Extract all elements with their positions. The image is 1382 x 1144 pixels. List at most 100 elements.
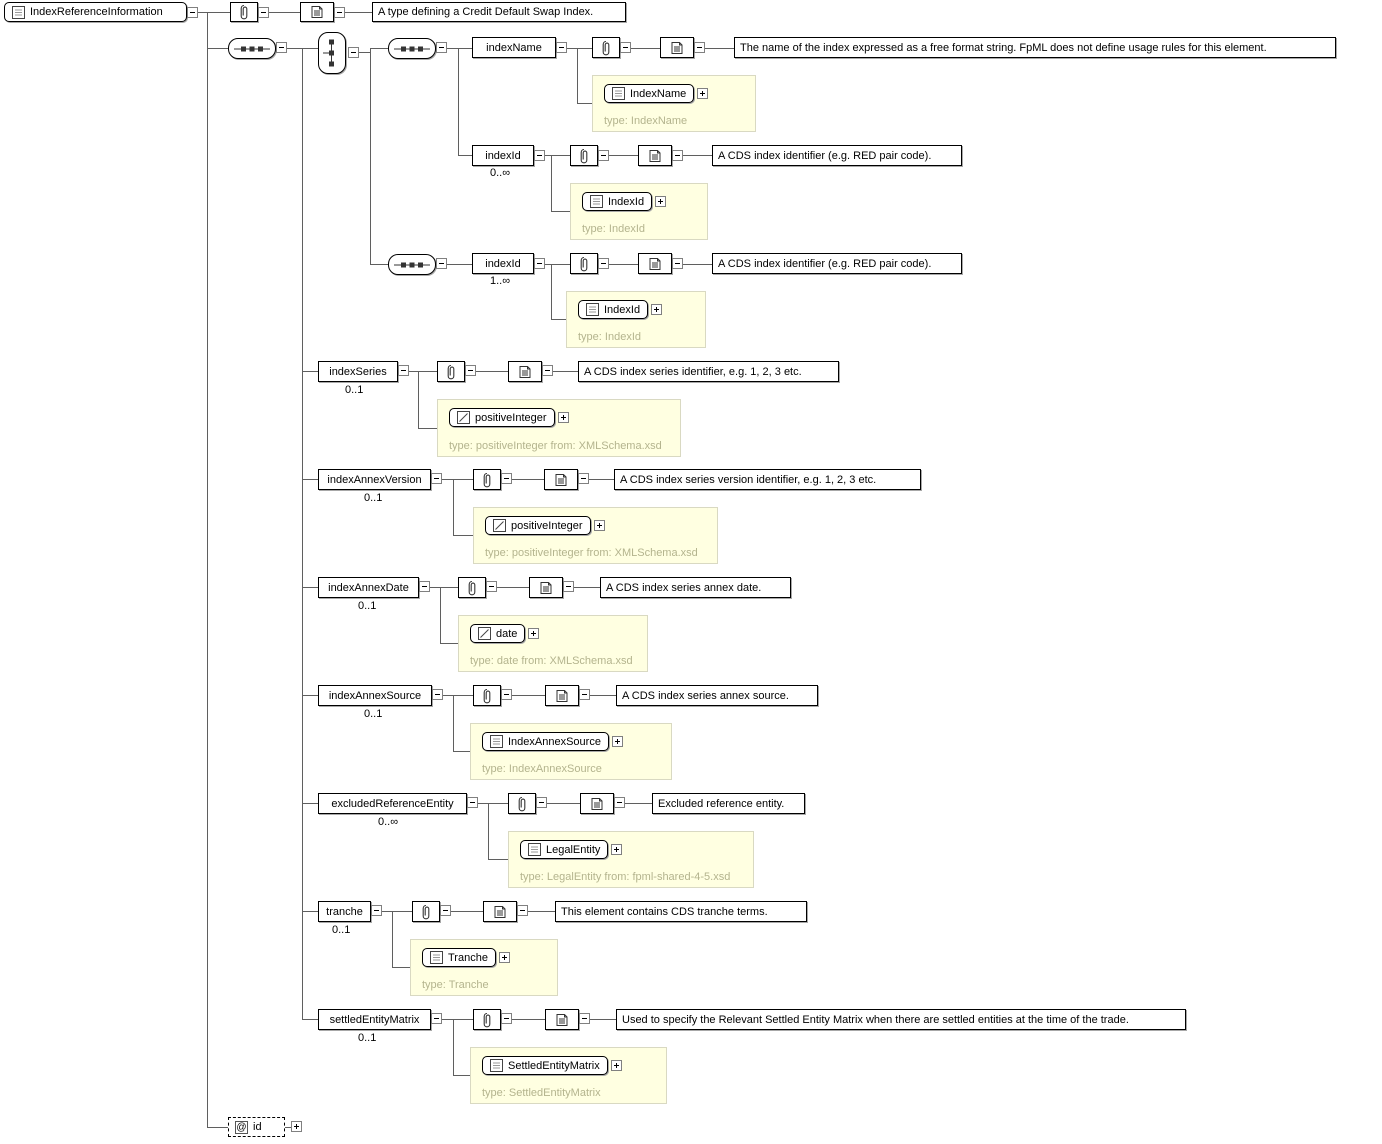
type-ref-pill[interactable]: IndexName <box>604 84 695 103</box>
expand-toggle[interactable] <box>611 844 623 855</box>
type-ref[interactable]: IndexId <box>578 300 663 319</box>
type-ref-pill[interactable]: Tranche <box>422 948 496 967</box>
type-ref[interactable]: IndexAnnexSource <box>482 732 623 751</box>
collapse-toggle[interactable] <box>436 42 447 53</box>
collapse-toggle[interactable] <box>563 581 574 592</box>
type-ref-pill[interactable]: IndexAnnexSource <box>482 732 609 751</box>
collapse-toggle[interactable] <box>419 581 430 592</box>
type-ref[interactable]: date <box>470 624 540 643</box>
expand-toggle[interactable] <box>593 520 605 531</box>
type-ref[interactable]: Tranche <box>422 948 510 967</box>
annotation-box <box>230 2 258 22</box>
choice-indicator[interactable] <box>318 32 346 74</box>
type-ref-label: IndexId <box>604 303 641 316</box>
collapse-toggle[interactable] <box>598 150 609 161</box>
type-ref[interactable]: positiveInteger <box>449 408 569 427</box>
root-element[interactable]: IndexReferenceInformation <box>4 2 187 22</box>
type-ref-pill[interactable]: positiveInteger <box>485 516 591 535</box>
collapse-toggle[interactable] <box>694 42 705 53</box>
annotation-box <box>473 1009 501 1030</box>
documentation-box <box>660 37 694 58</box>
type-ref-pill[interactable]: IndexId <box>582 192 653 211</box>
choice-icon <box>322 36 342 70</box>
expand-toggle[interactable] <box>651 304 663 315</box>
collapse-toggle[interactable] <box>431 1013 442 1024</box>
paperclip-icon <box>466 580 478 596</box>
expand-toggle[interactable] <box>528 628 540 639</box>
collapse-toggle[interactable] <box>440 905 451 916</box>
collapse-toggle[interactable] <box>614 797 625 808</box>
collapse-toggle[interactable] <box>672 258 683 269</box>
type-ref[interactable]: IndexName <box>604 84 709 103</box>
collapse-toggle[interactable] <box>348 47 359 58</box>
collapse-toggle[interactable] <box>534 258 545 269</box>
collapse-toggle[interactable] <box>534 150 545 161</box>
element-settled-entity-matrix[interactable]: settledEntityMatrix <box>318 1009 431 1030</box>
type-ref[interactable]: SettledEntityMatrix <box>482 1056 622 1075</box>
type-ref[interactable]: IndexId <box>582 192 667 211</box>
collapse-toggle[interactable] <box>276 42 287 53</box>
type-ref-pill[interactable]: LegalEntity <box>520 840 609 859</box>
collapse-toggle[interactable] <box>465 365 476 376</box>
collapse-toggle[interactable] <box>672 150 683 161</box>
collapse-toggle[interactable] <box>556 42 567 53</box>
collapse-toggle[interactable] <box>598 258 609 269</box>
sequence-indicator[interactable] <box>228 38 276 59</box>
collapse-toggle[interactable] <box>536 797 547 808</box>
element-icon <box>430 951 443 964</box>
type-ref-pill[interactable]: positiveInteger <box>449 408 555 427</box>
collapse-toggle[interactable] <box>431 473 442 484</box>
type-ref-pill[interactable]: date <box>470 624 526 643</box>
collapse-toggle[interactable] <box>371 905 382 916</box>
element-index-name[interactable]: indexName <box>472 37 556 58</box>
element-index-id-2[interactable]: indexId <box>472 253 534 274</box>
expand-toggle[interactable] <box>611 736 623 747</box>
attribute-id[interactable]: @ id <box>228 1117 285 1137</box>
type-ref-pill[interactable]: SettledEntityMatrix <box>482 1056 608 1075</box>
expand-toggle[interactable] <box>610 1060 622 1071</box>
collapse-toggle[interactable] <box>620 42 631 53</box>
collapse-toggle[interactable] <box>258 7 269 18</box>
element-index-series[interactable]: indexSeries <box>318 361 398 382</box>
expand-toggle[interactable] <box>291 1121 302 1132</box>
connector-line <box>392 911 393 967</box>
element-index-annex-date[interactable]: indexAnnexDate <box>318 577 419 598</box>
collapse-toggle[interactable] <box>486 581 497 592</box>
type-ref[interactable]: LegalEntity <box>520 840 623 859</box>
element-index-id-1[interactable]: indexId <box>472 145 534 166</box>
collapse-toggle[interactable] <box>501 689 512 700</box>
type-note: type: SettledEntityMatrix <box>482 1087 601 1099</box>
expand-toggle[interactable] <box>557 412 569 423</box>
collapse-toggle[interactable] <box>501 1013 512 1024</box>
connector-line <box>440 587 441 643</box>
connector-line <box>285 1127 291 1128</box>
collapse-toggle[interactable] <box>578 473 589 484</box>
type-ref[interactable]: positiveInteger <box>485 516 605 535</box>
type-ref-label: date <box>496 627 518 640</box>
collapse-toggle[interactable] <box>432 689 443 700</box>
element-index-annex-source[interactable]: indexAnnexSource <box>318 685 432 706</box>
element-tranche[interactable]: tranche <box>318 901 371 922</box>
collapse-toggle[interactable] <box>398 365 409 376</box>
expand-toggle[interactable] <box>697 88 709 99</box>
collapse-toggle[interactable] <box>334 7 345 18</box>
element-index-annex-version[interactable]: indexAnnexVersion <box>318 469 431 490</box>
connector-line <box>302 911 322 912</box>
collapse-toggle[interactable] <box>542 365 553 376</box>
element-excluded-reference-entity[interactable]: excludedReferenceEntity <box>318 793 467 814</box>
sequence-indicator[interactable] <box>388 38 436 59</box>
connector-line <box>567 48 596 49</box>
collapse-toggle[interactable] <box>501 473 512 484</box>
collapse-toggle[interactable] <box>467 797 478 808</box>
collapse-toggle[interactable] <box>187 7 198 18</box>
expand-toggle[interactable] <box>655 196 667 207</box>
sequence-indicator[interactable] <box>388 254 436 275</box>
type-ref-pill[interactable]: IndexId <box>578 300 649 319</box>
collapse-toggle[interactable] <box>517 905 528 916</box>
collapse-toggle[interactable] <box>579 1013 590 1024</box>
connector-line <box>302 48 303 1020</box>
expand-toggle[interactable] <box>498 952 510 963</box>
collapse-toggle[interactable] <box>436 258 447 269</box>
collapse-toggle[interactable] <box>579 689 590 700</box>
document-icon <box>647 256 663 272</box>
